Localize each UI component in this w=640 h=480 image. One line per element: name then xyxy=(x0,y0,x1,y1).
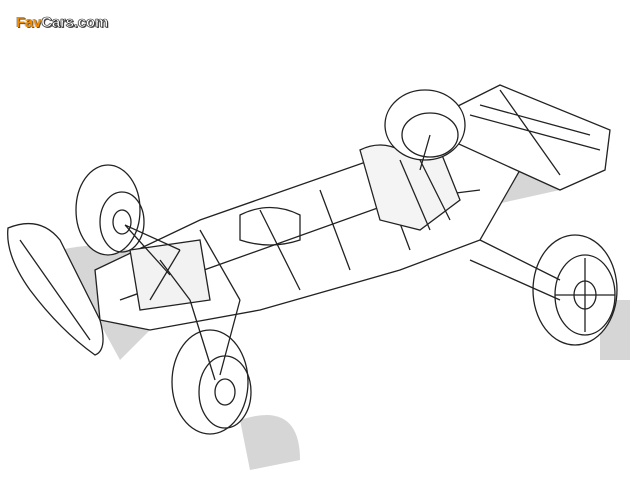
rear-left-wheel xyxy=(384,89,466,161)
logo-text: Cars.com xyxy=(41,14,109,32)
chassis xyxy=(94,139,521,331)
favcars-logo: FavCars.com xyxy=(16,14,109,32)
suspension-arms xyxy=(124,134,561,381)
front-left-wheel xyxy=(75,164,145,256)
front-wing xyxy=(7,222,104,356)
front-right-wheel xyxy=(171,329,252,435)
logo-accent: Fav xyxy=(16,14,42,31)
rear-right-wheel xyxy=(532,234,618,346)
